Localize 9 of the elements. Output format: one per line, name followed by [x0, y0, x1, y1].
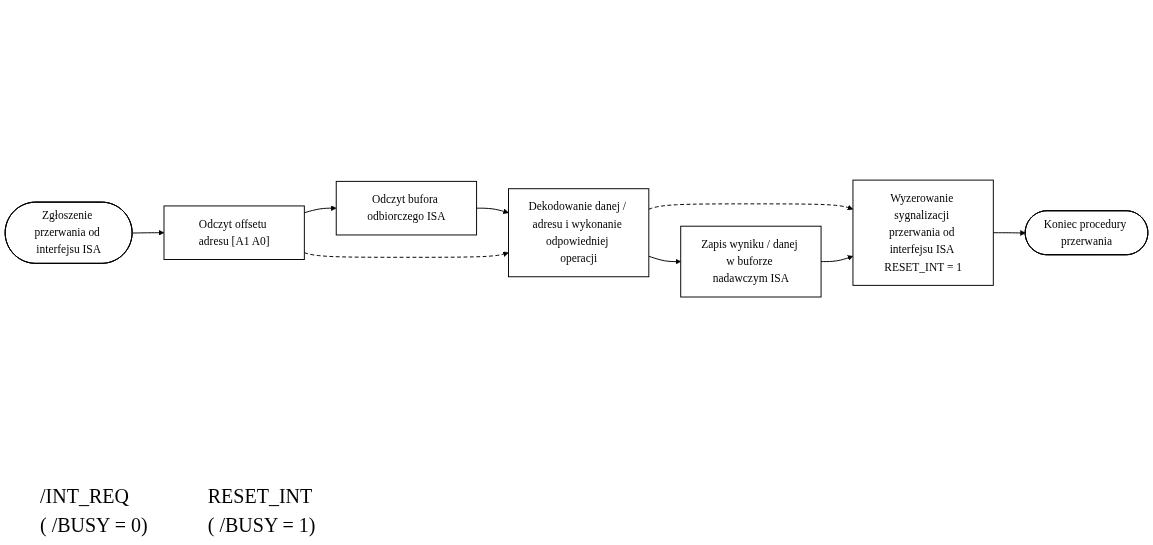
signal-name: /INT_REQ [40, 485, 130, 508]
node-box: Dekodowanie danej / adresu i wykonanie odpowiedniej operacji [508, 188, 650, 278]
node-box: Odczyt bufora odbiorczego ISA [335, 180, 478, 236]
node-box: Wyzerowanie sygnalizacji przerwania od interfejsu ISA RESET_INT = 1 [852, 179, 994, 286]
signal-state-note: ( /BUSY = 1) [207, 514, 316, 537]
signal-name: RESET_INT [207, 485, 314, 508]
node-box: Odczyt offsetu adresu [A1 A0] [163, 205, 305, 260]
node-box: Zapis wyniku / danej w buforze nadawczym ISA [680, 225, 822, 298]
signal-state-note: ( /BUSY = 0) [40, 514, 148, 537]
